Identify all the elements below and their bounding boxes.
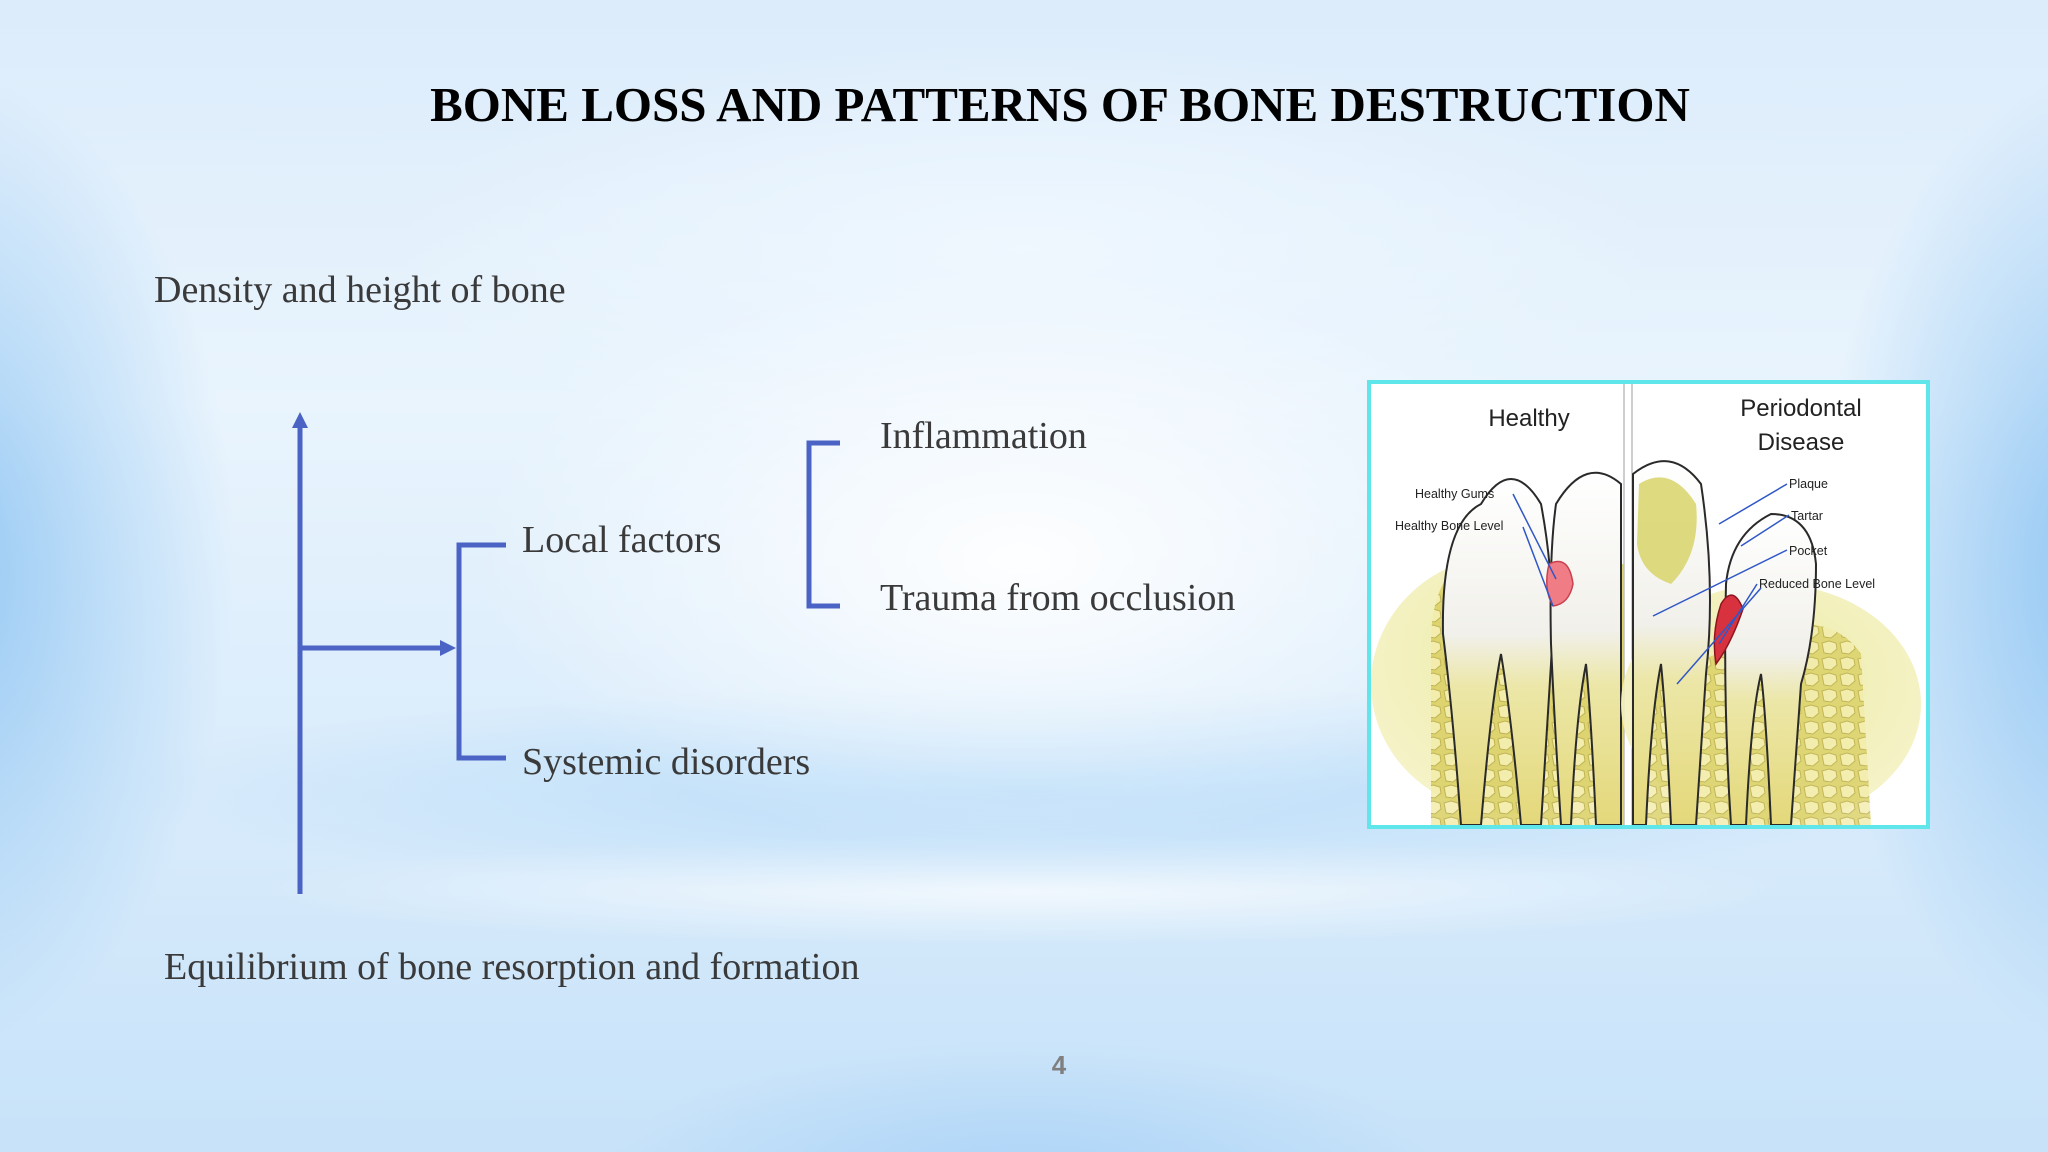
leader-lines xyxy=(1512,483,1790,685)
branch-systemic-disorders: Systemic disorders xyxy=(522,741,811,783)
disease-heading-line1: Periodontal xyxy=(1740,395,1861,422)
bottom-label: Equilibrium of bone resorption and forma… xyxy=(164,946,860,988)
disease-heading-line2: Disease xyxy=(1758,429,1845,456)
label-plaque: Plaque xyxy=(1789,477,1828,491)
disease-tooth-right xyxy=(1724,512,1818,825)
factors-bracket xyxy=(456,542,506,761)
healthy-tooth-right xyxy=(1549,471,1622,825)
periodontal-illustration: Healthy Periodontal Disease Healthy Gums… xyxy=(1367,380,1930,829)
label-reduced-bone-level: Reduced Bone Level xyxy=(1759,577,1875,591)
healthy-heading: Healthy xyxy=(1488,405,1569,432)
local-subfactors-bracket xyxy=(806,440,840,609)
up-arrowhead xyxy=(292,412,308,428)
healthy-tooth-left xyxy=(1441,478,1554,825)
teeth-illustration-svg: Healthy Periodontal Disease Healthy Gums… xyxy=(1371,384,1921,825)
plaque-deposit xyxy=(1637,477,1697,584)
right-arrowhead xyxy=(440,640,456,656)
subfactor-inflammation: Inflammation xyxy=(880,415,1087,457)
top-label: Density and height of bone xyxy=(154,269,566,311)
label-tartar: Tartar xyxy=(1791,509,1823,523)
slide-title: BONE LOSS AND PATTERNS OF BONE DESTRUCTI… xyxy=(430,77,1690,132)
panel-divider xyxy=(1624,384,1632,825)
page-number: 4 xyxy=(1051,1050,1067,1080)
branch-local-factors: Local factors xyxy=(522,519,722,561)
label-pocket: Pocket xyxy=(1789,544,1828,558)
subfactor-trauma: Trauma from occlusion xyxy=(880,577,1236,619)
label-healthy-bone-level: Healthy Bone Level xyxy=(1395,519,1503,533)
label-healthy-gums: Healthy Gums xyxy=(1415,487,1494,501)
